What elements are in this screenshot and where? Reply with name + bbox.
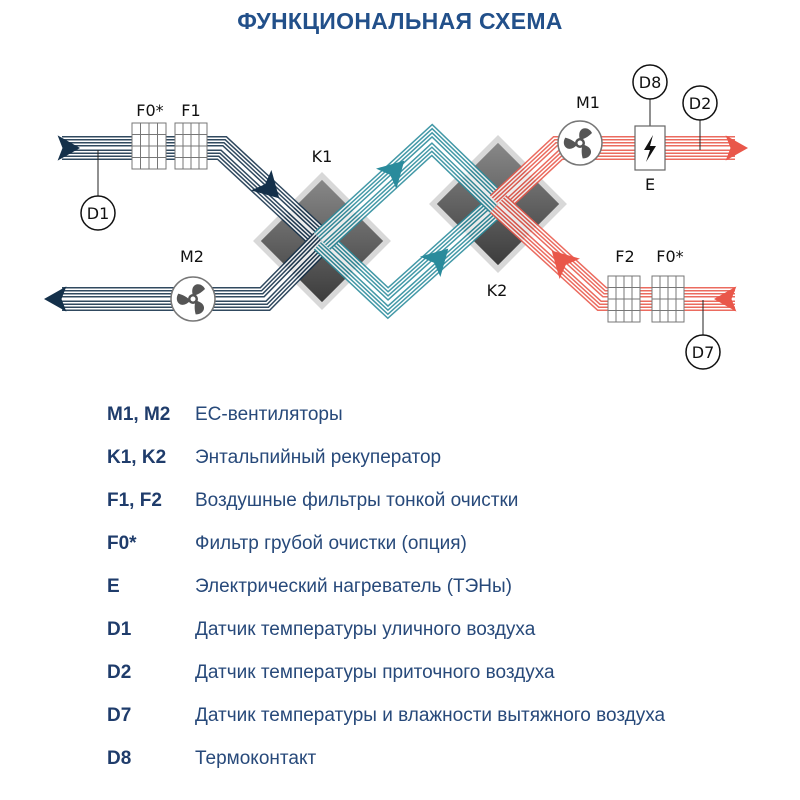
legend-row: D7 Датчик температуры и влажности вытяжно…: [107, 694, 665, 737]
legend-desc: Датчик температуры приточного воздуха: [195, 661, 555, 683]
legend-code: F1, F2: [107, 489, 162, 511]
page-title: ФУНКЦИОНАЛЬНАЯ СХЕМА: [237, 8, 563, 34]
legend-code: K1, K2: [107, 446, 167, 468]
legend-desc: Воздушные фильтры тонкой очистки: [195, 489, 519, 511]
label-m1: M1: [576, 93, 600, 112]
label-k2: K2: [487, 281, 508, 300]
outdoor-air-duct: [62, 136, 331, 250]
sensor-d2-label: D2: [689, 94, 712, 113]
sensor-d8: D8: [632, 64, 668, 100]
legend-desc: Фильтр грубой очистки (опция): [195, 532, 467, 554]
filter-f1: [174, 122, 208, 170]
fan-m2-icon: [170, 276, 216, 322]
extract-inlet-arrow-icon: [714, 286, 737, 312]
sensor-d7-label: D7: [692, 343, 715, 362]
legend-row: M1, M2 ЕС-вентиляторы: [107, 393, 665, 436]
legend-code: M1, M2: [107, 403, 171, 425]
inlet-arrow-icon: [57, 135, 80, 161]
exhaust-arrow-icon: [44, 286, 67, 312]
legend-desc: Электрический нагреватель (ТЭНы): [195, 575, 513, 597]
legend-desc: Термоконтакт: [195, 747, 317, 769]
sensor-d1-label: D1: [87, 204, 110, 223]
filter-f0-right: [651, 275, 685, 323]
fan-m1-icon: [557, 120, 603, 166]
legend-row: D1 Датчик температуры уличного воздуха: [107, 608, 665, 651]
extract-air-duct: [489, 195, 735, 311]
legend-code: E: [107, 575, 120, 597]
lightning-icon: [644, 135, 656, 162]
legend-row: E Электрический нагреватель (ТЭНы): [107, 565, 665, 608]
legend-code: D1: [107, 618, 132, 640]
sensor-d8-label: D8: [639, 73, 662, 92]
label-f0-right: F0*: [656, 247, 683, 266]
label-f1: F1: [181, 101, 200, 120]
sensor-d2: D2: [682, 85, 718, 121]
legend-desc: Датчик температуры уличного воздуха: [195, 618, 536, 640]
supply-outlet-arrow-icon: [725, 135, 748, 161]
legend-code: D2: [107, 661, 132, 683]
legend-code: D8: [107, 747, 132, 769]
filter-f0-left: [131, 122, 167, 170]
legend-code: D7: [107, 704, 132, 726]
legend-row: K1, K2 Энтальпийный рекуператор: [107, 436, 665, 479]
filter-f2: [607, 275, 641, 323]
heat-exchange-duct-upper: [313, 123, 507, 250]
legend-desc: ЕС-вентиляторы: [195, 403, 343, 425]
label-k1: K1: [312, 147, 333, 166]
heat-exchange-duct-lower: [313, 195, 507, 320]
legend-desc: Энтальпийный рекуператор: [195, 446, 442, 468]
legend: M1, M2 ЕС-вентиляторы K1, K2 Энтальпийный …: [107, 393, 665, 780]
label-f0-left: F0*: [136, 101, 163, 120]
legend-row: F0* Фильтр грубой очистки (опция): [107, 522, 665, 565]
sensor-d1: D1: [80, 195, 116, 231]
legend-code: F0*: [107, 532, 137, 554]
sensor-d7: D7: [685, 334, 721, 370]
legend-row: D2 Датчик температуры приточного воздуха: [107, 651, 665, 694]
label-e: E: [645, 175, 655, 194]
legend-row: D8 Термоконтакт: [107, 737, 665, 780]
functional-diagram: D1 D8 D2 D7 F0* F1 K1 M2 M1 E K2 F2 F0*: [44, 64, 748, 370]
label-f2: F2: [615, 247, 634, 266]
label-m2: M2: [180, 247, 204, 266]
legend-desc: Датчик температуры и влажности вытяжного…: [195, 704, 666, 726]
exhaust-air-duct: [62, 232, 331, 311]
legend-row: F1, F2 Воздушные фильтры тонкой очистки: [107, 479, 665, 522]
